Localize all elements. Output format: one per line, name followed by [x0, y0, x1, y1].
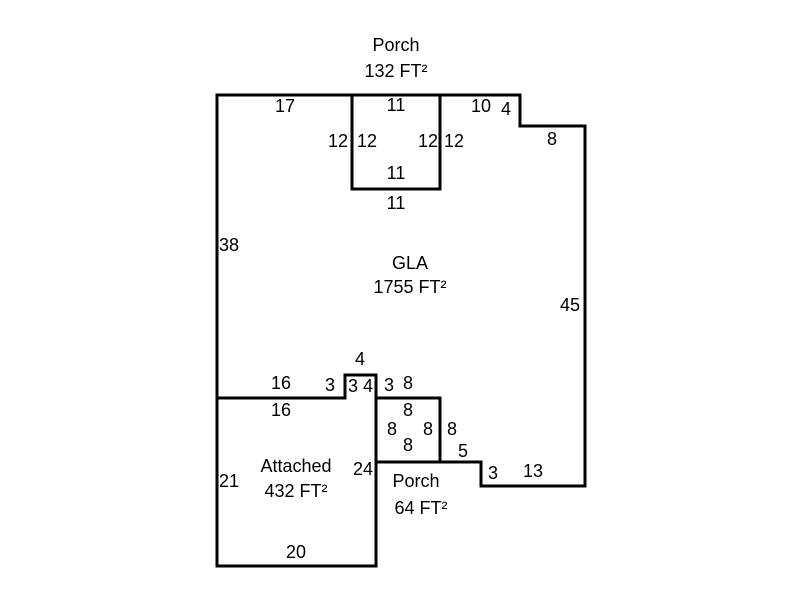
gla-name: GLA [392, 253, 428, 273]
gla-outline [215, 93, 587, 568]
porch-bottom-name: Porch [392, 471, 439, 491]
dim-label: 3 [325, 375, 335, 395]
dim-label: 4 [355, 349, 365, 369]
dim-label: 38 [219, 235, 239, 255]
porch-top-outline [350, 93, 442, 191]
dim-label: 12 [444, 131, 464, 151]
dim-label: 4 [363, 376, 373, 396]
dim-label: 24 [353, 459, 373, 479]
dim-label: 8 [403, 373, 413, 393]
porch-top-name: Porch [372, 35, 419, 55]
dim-label: 3 [348, 376, 358, 396]
dim-label: 8 [387, 419, 397, 439]
dim-label: 5 [458, 441, 468, 461]
dim-label: 8 [403, 435, 413, 455]
dim-label: 17 [275, 96, 295, 116]
dim-label: 8 [403, 400, 413, 420]
dim-label: 12 [418, 131, 438, 151]
dim-label: 4 [501, 99, 511, 119]
dim-label: 12 [328, 131, 348, 151]
dim-label: 21 [219, 471, 239, 491]
dim-label: 16 [271, 400, 291, 420]
porch-top-area: 132 FT² [364, 61, 427, 81]
dim-label: 8 [447, 419, 457, 439]
dim-label: 13 [523, 461, 543, 481]
dim-label: 11 [387, 163, 406, 183]
gla-area: 1755 FT² [373, 277, 446, 297]
dim-label: 8 [547, 129, 557, 149]
dim-label: 11 [387, 193, 406, 213]
dim-label: 8 [423, 419, 433, 439]
attached-name: Attached [260, 456, 331, 476]
area-labels: Porch 132 FT² GLA 1755 FT² Attached 432 … [260, 35, 447, 518]
dim-label: 16 [271, 373, 291, 393]
porch-bottom-area: 64 FT² [394, 498, 447, 518]
dimension-labels: 17 11 12 12 12 12 11 11 10 4 8 38 45 16 … [219, 95, 580, 562]
dim-label: 3 [488, 463, 498, 483]
dim-label: 10 [471, 96, 491, 116]
dim-label: 11 [387, 95, 406, 115]
dim-label: 12 [357, 131, 377, 151]
dim-label: 45 [560, 295, 580, 315]
attached-area: 432 FT² [264, 481, 327, 501]
attached-outline [215, 373, 378, 568]
dim-label: 20 [286, 542, 306, 562]
walls [215, 93, 587, 568]
dim-label: 3 [384, 375, 394, 395]
